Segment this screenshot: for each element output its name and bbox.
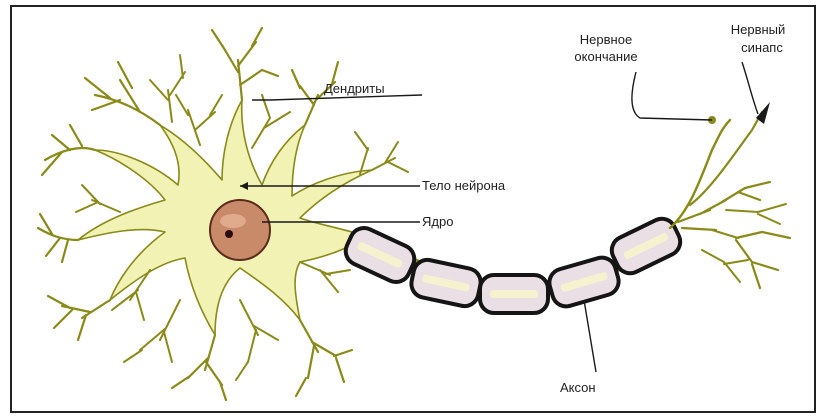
label-cell-body: Тело нейрона [422,178,506,193]
dendrite-branch [85,62,160,125]
nucleus [210,200,270,260]
dendrite-branch [42,125,95,175]
label-synapse-line2: синапс [741,40,783,55]
dendrite-branch [355,132,408,174]
terminal-branch [682,228,790,288]
dendrite-branch [48,296,110,340]
leader-synapse [742,62,758,114]
dendrite-branch [300,262,350,292]
label-axon: Аксон [560,380,596,395]
nucleolus-dot [225,230,233,238]
dendrite-branch [76,185,120,212]
diagram-frame [11,6,815,412]
dendrite-branch [172,335,226,400]
dendrite-branch [150,55,185,122]
terminal-branch [670,120,730,228]
leader-axon [584,300,596,372]
dendrite-branch [176,95,222,145]
label-synapse-line1: Нервный [731,22,786,37]
terminal-branch [678,182,770,222]
label-nucleus: Ядро [422,214,453,229]
axon-terminal [670,102,790,288]
labels: Дендриты Тело нейрона Ядро Аксон Нервное… [324,22,785,395]
label-dendrites: Дендриты [324,81,385,96]
leader-nerve-ending [632,72,712,120]
axon [341,214,685,313]
label-nerve-ending-line1: Нервное [580,32,632,47]
terminal-branch [726,204,786,224]
dendrite-branch [38,214,78,262]
dendrite-branch [236,300,278,380]
terminal-branch [702,250,748,282]
label-nerve-ending-line2: окончание [574,49,637,64]
dendrite-branch [296,320,352,396]
nucleus-highlight [220,214,246,228]
dendrite-branch [212,28,278,100]
dendrite-branch [124,300,180,362]
myelin-segment [409,257,483,308]
myelin-segment [341,223,419,286]
nucleus-circle [210,200,270,260]
dendrite-branch [252,95,290,148]
myelin-segment [480,275,548,313]
